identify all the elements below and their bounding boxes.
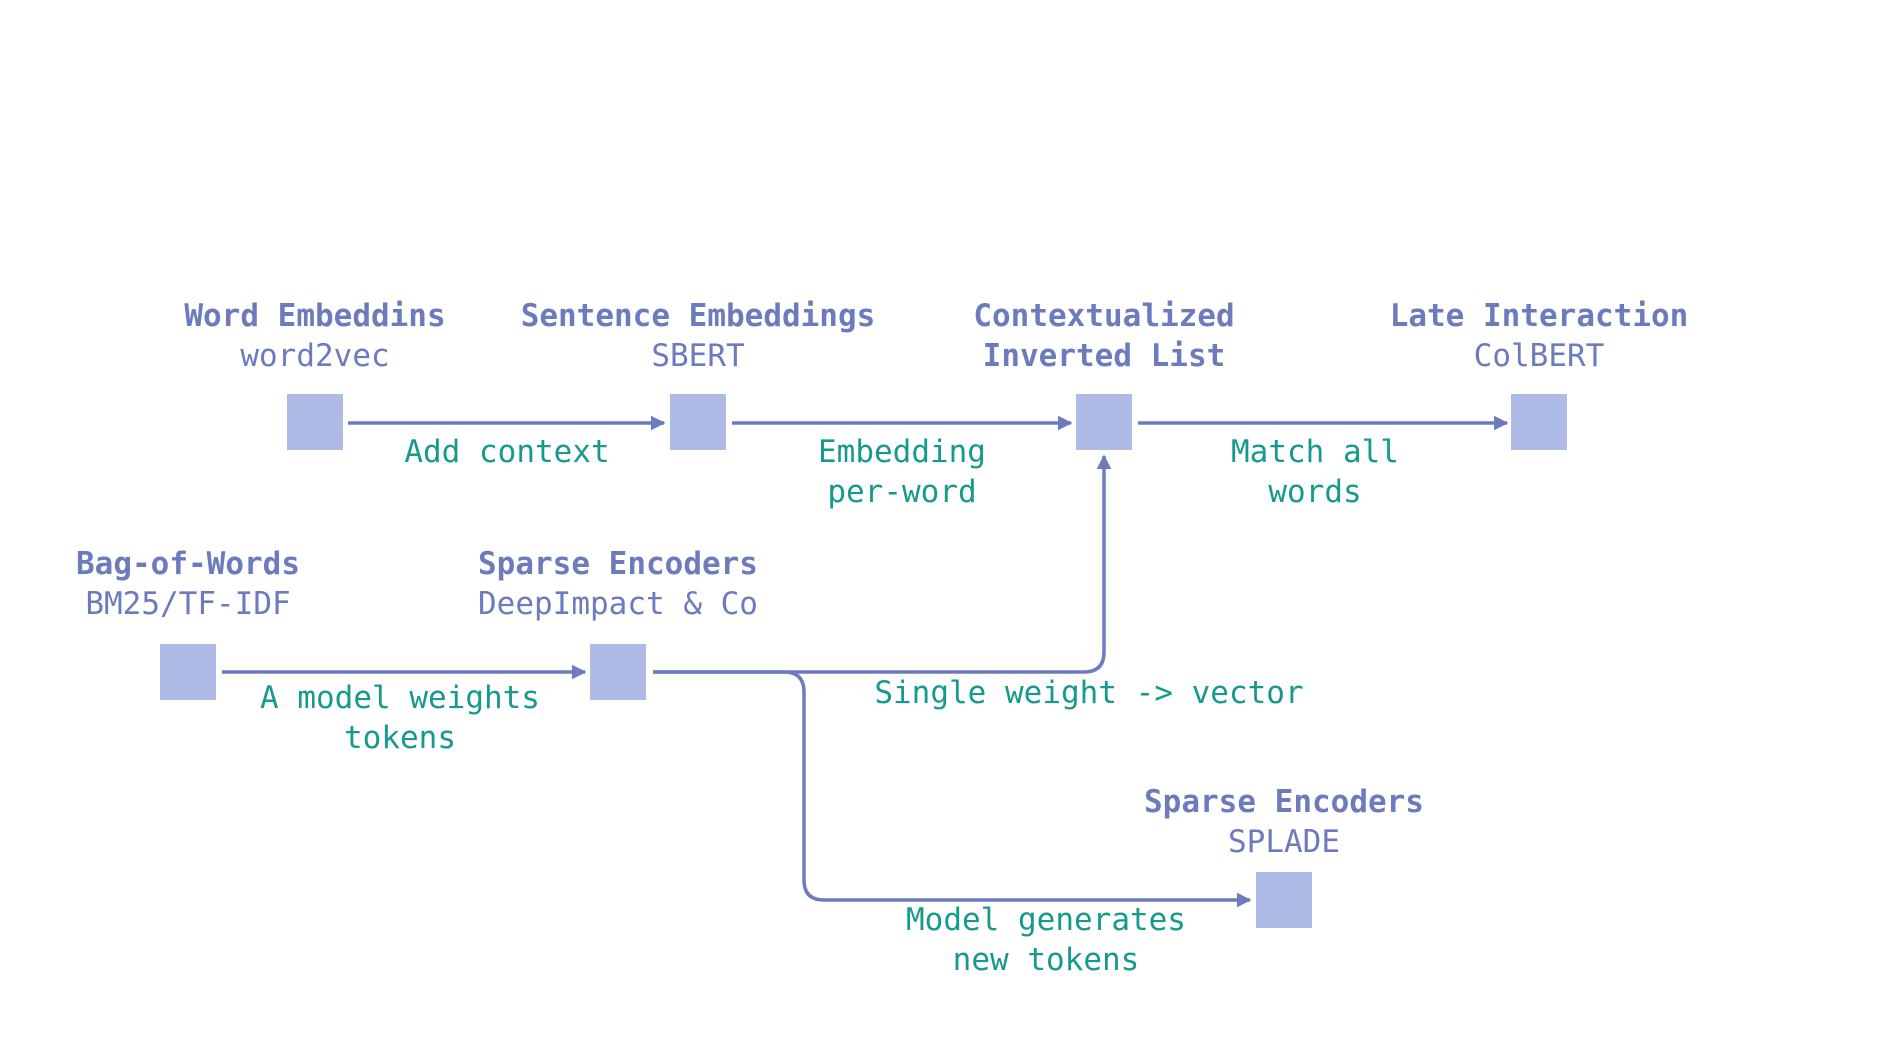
node-sparse-deepimpact-subtitle: DeepImpact & Co (478, 586, 758, 622)
node-sparse-splade (1256, 872, 1312, 928)
edge-single-weight-vector-label: Single weight -> vector (874, 675, 1303, 711)
node-late-interaction (1511, 394, 1567, 450)
edge-match-all-words-label-line2: words (1268, 474, 1361, 510)
node-contextualized-title: Contextualized (973, 298, 1234, 334)
node-late-interaction-subtitle: ColBERT (1474, 338, 1605, 374)
edge-embedding-per-word-label-line2: per-word (827, 474, 976, 510)
node-bag-of-words-subtitle: BM25/TF-IDF (85, 586, 290, 622)
node-bag-of-words-title: Bag-of-Words (76, 546, 300, 582)
node-late-interaction-title: Late Interaction (1390, 298, 1689, 334)
edge-model-generates-tokens-label: Model generates (906, 902, 1186, 938)
edge-model-generates-tokens-label-line2: new tokens (953, 942, 1140, 978)
node-word-embeddings-title: Word Embeddins (184, 298, 445, 334)
node-sparse-deepimpact-title: Sparse Encoders (478, 546, 758, 582)
node-contextualized-title-line2: Inverted List (983, 338, 1226, 374)
edge-model-weights-tokens-label-line2: tokens (344, 720, 456, 756)
node-word-embeddings-subtitle: word2vec (240, 338, 389, 374)
node-sparse-splade-title: Sparse Encoders (1144, 784, 1424, 820)
edge-embedding-per-word-label: Embedding (818, 434, 986, 470)
edge-single-weight-vector-arrow (653, 454, 1112, 674)
edge-add-context-label: Add context (404, 434, 609, 470)
node-sentence-embeddings-title: Sentence Embeddings (521, 298, 876, 334)
edge-model-weights-tokens-label: A model weights (260, 680, 540, 716)
node-sparse-splade-subtitle: SPLADE (1228, 824, 1340, 860)
edge-match-all-words-label: Match all (1231, 434, 1399, 470)
edge-model-generates-tokens-arrow (653, 670, 1252, 908)
node-sentence-embeddings (670, 394, 726, 450)
node-word-embeddings (287, 394, 343, 450)
node-bag-of-words (160, 644, 216, 700)
node-contextualized (1076, 394, 1132, 450)
node-sparse-deepimpact (590, 644, 646, 700)
node-sentence-embeddings-subtitle: SBERT (651, 338, 744, 374)
